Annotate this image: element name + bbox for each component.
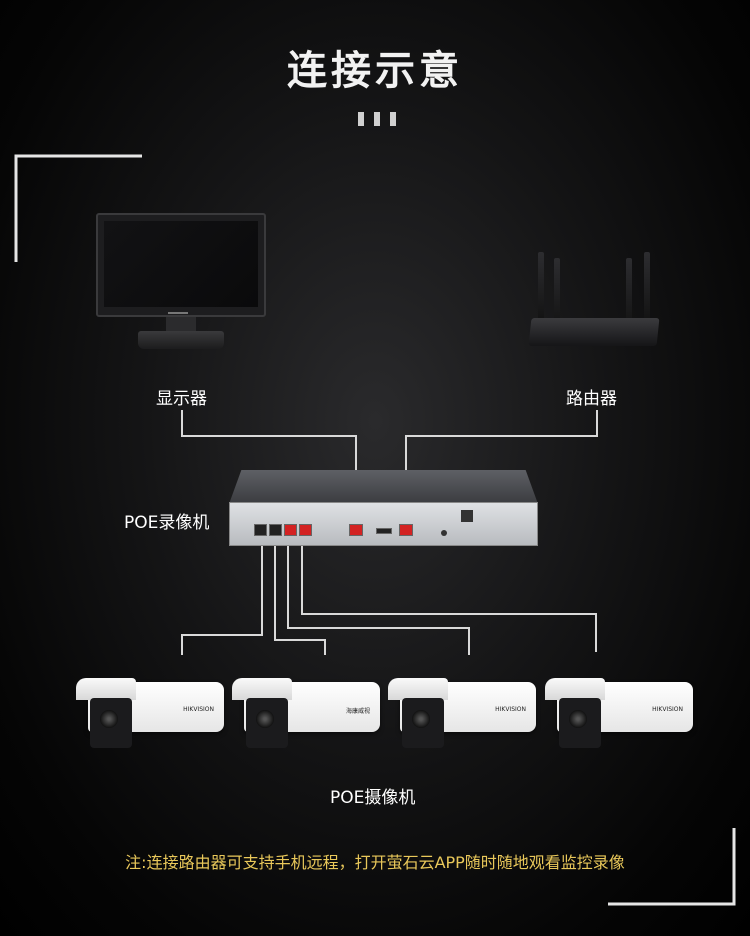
title-decoration bbox=[358, 112, 398, 126]
poe-camera-1: HIKVISION bbox=[76, 678, 226, 752]
poe-camera-3: HIKVISION bbox=[388, 678, 538, 752]
corner-decoration-bottom-right bbox=[608, 828, 736, 906]
monitor-image bbox=[96, 213, 266, 353]
monitor-label: 显示器 bbox=[156, 389, 207, 409]
corner-decoration-top-left bbox=[14, 154, 142, 262]
poe-camera-2: 海康威视 bbox=[232, 678, 382, 752]
cameras-label: POE摄像机 bbox=[330, 788, 416, 808]
nvr-image bbox=[229, 470, 538, 548]
nvr-label: POE录像机 bbox=[124, 513, 210, 533]
router-image bbox=[528, 248, 660, 353]
router-label: 路由器 bbox=[566, 389, 617, 409]
footnote: 注:连接路由器可支持手机远程，打开萤石云APP随时随地观看监控录像 bbox=[125, 853, 625, 872]
poe-camera-4: HIKVISION bbox=[545, 678, 695, 752]
page-title: 连接示意 bbox=[287, 48, 463, 94]
